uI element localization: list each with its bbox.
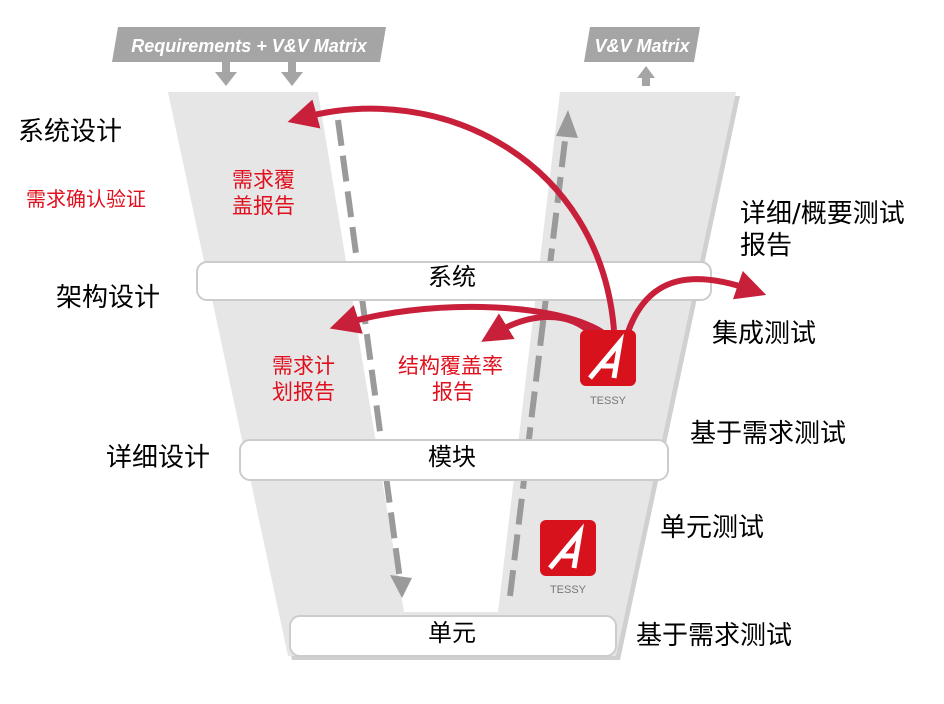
label-arch-design: 架构设计 — [56, 283, 161, 313]
tag-vv-text: V&V Matrix — [594, 36, 690, 56]
dashed-down-arrow — [335, 119, 403, 581]
label-req-plan-line1: 需求计 — [272, 354, 335, 378]
funnel-center — [318, 92, 560, 612]
label-integration-test: 集成测试 — [712, 319, 817, 349]
label-req-validation: 需求确认验证 — [26, 187, 146, 211]
level-system: 系统 — [428, 263, 476, 291]
down-arrow-icon — [281, 62, 303, 86]
label-detail-design: 详细设计 — [106, 443, 211, 473]
level-module: 模块 — [428, 443, 476, 471]
label-req-based-test-2: 基于需求测试 — [636, 621, 793, 651]
down-arrow-icon — [215, 62, 237, 86]
label-system-design: 系统设计 — [18, 117, 123, 147]
label-struct-coverage-line2: 报告 — [432, 380, 474, 404]
label-req-based-test-1: 基于需求测试 — [690, 419, 847, 449]
dashed-up-arrow — [507, 131, 569, 597]
up-arrow-icon — [556, 110, 578, 138]
label-detail-report-line2: 报告 — [740, 231, 793, 261]
tag-vv-matrix: V&V Matrix — [584, 27, 700, 62]
arrow-to-structure-coverage — [481, 313, 597, 342]
label-req-coverage-line1: 需求覆 — [232, 168, 295, 192]
label-struct-coverage-line1: 结构覆盖率 — [398, 354, 503, 378]
tag-requirements-matrix: Requirements + V&V Matrix — [112, 27, 386, 62]
label-detail-report-line1: 详细/概要测试 — [740, 199, 905, 229]
up-arrow-icon — [637, 66, 655, 86]
tag-requirements-text: Requirements + V&V Matrix — [131, 36, 368, 56]
tessy-logo-text: TESSY — [550, 584, 587, 596]
label-req-plan-line2: 划报告 — [272, 380, 335, 404]
tessy-logo: TESSY — [580, 330, 636, 407]
module-bar — [239, 439, 669, 481]
label-req-coverage-line2: 盖报告 — [232, 194, 295, 218]
arrow-to-detail-report — [625, 270, 767, 334]
down-arrow-icon — [390, 575, 412, 598]
unit-bar — [289, 615, 617, 657]
tessy-logo-text: TESSY — [590, 395, 627, 407]
label-unit-test: 单元测试 — [660, 513, 765, 543]
tessy-logo: TESSY — [540, 520, 596, 596]
arrow-to-system-design — [287, 99, 617, 331]
level-unit: 单元 — [428, 619, 476, 647]
